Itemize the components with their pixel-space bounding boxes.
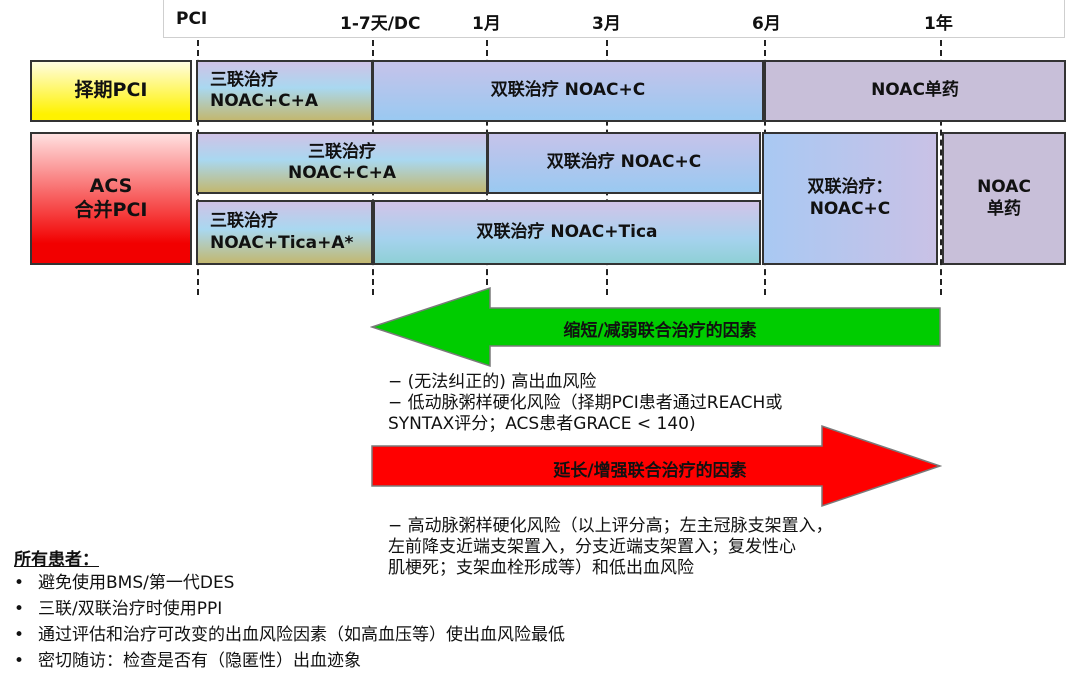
extend-factor-item: 肌梗死；支架血栓形成等）和低出血风险 [388,558,694,578]
bullet-icon: • [14,651,25,671]
timeline-bar [163,0,1065,38]
extend-factors-list: − 高动脉粥样硬化风险（以上评分高；左主冠脉支架置入， 左前降支近端支架置入，分… [388,516,833,579]
triple-regimen: NOAC+C+A [210,91,318,111]
acs-triple-therapy-tica: 三联治疗 NOAC+Tica+A* [196,200,373,265]
acs-triple-therapy-c: 三联治疗 NOAC+C+A [196,132,488,194]
acs-noac-mono: NOAC 单药 [942,132,1066,265]
mono-line1: NOAC [977,177,1031,198]
row-label-elective-pci: 择期PCI [30,60,192,122]
acs-dual-therapy-long: 双联治疗： NOAC+C [762,132,938,265]
extend-arrow-label: 延长/增强联合治疗的因素 [553,461,747,481]
list-item: •通过评估和治疗可改变的出血风险因素（如高血压等）使出血风险最低 [14,622,565,648]
shorten-factors-list: − (无法纠正的) 高出血风险 − 低动脉粥样硬化风险（择期PCI患者通过REA… [388,372,782,435]
dual-title: 双联治疗： [807,177,893,198]
acs-dual-therapy-c: 双联治疗 NOAC+C [487,132,761,194]
elective-dual-therapy: 双联治疗 NOAC+C [372,60,764,122]
all-patients-title: 所有患者： [14,550,99,570]
row-label-line1: ACS [89,174,133,197]
list-item: •密切随访：检查是否有（隐匿性）出血迹象 [14,648,565,674]
tick-day-dc: 1-7天/DC [340,14,421,34]
triple-title: 三联治疗 [210,211,278,232]
shorten-arrow-shape [370,286,941,368]
guide-line-1-year [940,40,942,295]
triple-regimen: NOAC+Tica+A* [210,232,354,253]
acs-dual-therapy-tica: 双联治疗 NOAC+Tica [373,200,761,265]
tick-1-month: 1月 [472,14,501,34]
tick-1-year: 1年 [924,14,953,34]
extend-arrow-shape [371,424,942,508]
dual-text: 双联治疗 NOAC+C [490,80,646,101]
dual-text: 双联治疗 NOAC+C [546,152,702,173]
tick-3-month: 3月 [592,14,621,34]
mono-line2: 单药 [986,198,1021,219]
shorten-factor-item: SYNTAX评分；ACS患者GRACE < 140) [388,414,696,434]
triple-regimen: NOAC+C+A [288,163,396,183]
elective-noac-mono: NOAC单药 [764,60,1066,122]
elective-triple-therapy: 三联治疗 NOAC+C+A [196,60,373,122]
all-patients-list: •避免使用BMS/第一代DES •三联/双联治疗时使用PPI •通过评估和治疗可… [14,570,565,674]
mono-text: NOAC单药 [871,80,959,101]
row-label-acs-pci: ACS 合并PCI [30,132,192,265]
shorten-arrow-label: 缩短/减弱联合治疗的因素 [563,321,757,341]
bullet-icon: • [14,625,25,645]
bullet-icon: • [14,599,25,619]
list-item: •三联/双联治疗时使用PPI [14,596,565,622]
bullet-icon: • [14,573,25,593]
row-label-text: 择期PCI [74,79,148,102]
shorten-arrow [370,286,941,368]
dual-text: 双联治疗 NOAC+Tica [476,221,658,242]
shorten-factor-item: − 低动脉粥样硬化风险（择期PCI患者通过REACH或 [388,393,783,413]
extend-factor-item: 左前降支近端支架置入，分支近端支架置入；复发性心 [388,537,796,557]
extend-arrow [371,424,942,508]
triple-title: 三联治疗 [307,141,376,162]
tick-pci: PCI [176,9,208,29]
tick-6-month: 6月 [752,14,781,34]
dual-regimen: NOAC+C [809,198,891,219]
row-label-line2: 合并PCI [74,198,148,221]
shorten-factor-item: − (无法纠正的) 高出血风险 [388,372,597,392]
triple-title: 三联治疗 [210,69,278,90]
extend-factor-item: − 高动脉粥样硬化风险（以上评分高；左主冠脉支架置入， [388,516,833,536]
list-item: •避免使用BMS/第一代DES [14,570,565,596]
